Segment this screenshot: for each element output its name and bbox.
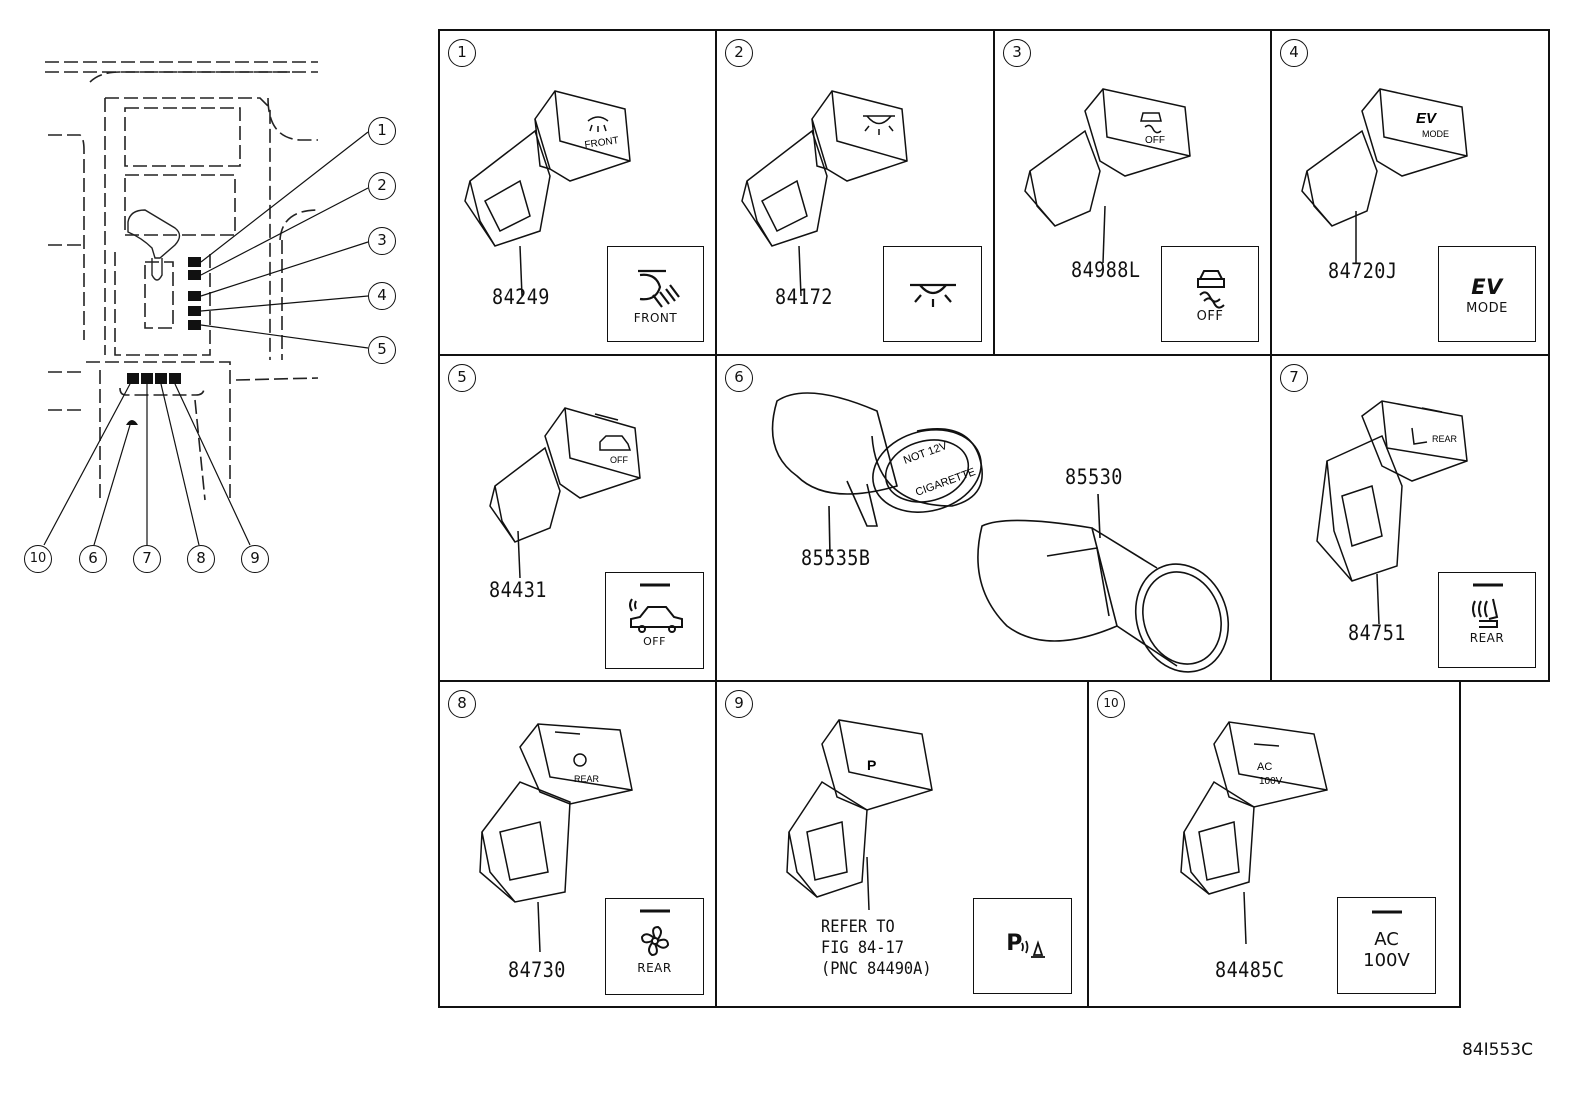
- icon-label: MODE: [1466, 301, 1508, 316]
- refer-line-3: (PNC 84490A): [821, 959, 932, 979]
- intrusion-sensor-off-icon-box: OFF: [605, 572, 704, 669]
- cell-3: OFF 3 84988L OFF: [993, 29, 1272, 356]
- ac-outlet-icon-box: AC 100V: [1337, 897, 1436, 994]
- part-number: 84720J: [1328, 259, 1398, 283]
- svg-text:OFF: OFF: [610, 455, 628, 465]
- locator-callout-3: 3: [368, 227, 396, 255]
- cell-number: 8: [448, 690, 476, 718]
- svg-text:100V: 100V: [1259, 776, 1283, 787]
- icon-label: FRONT: [633, 311, 678, 325]
- power-outlet-drawing: NOT 12V CIGARETTE: [771, 392, 1230, 673]
- part-number-85535B: 85535B: [801, 546, 871, 570]
- traction-control-off-icon-box: OFF: [1161, 246, 1259, 342]
- ac-outlet-indicator-icon: [1372, 910, 1402, 914]
- cell-5: OFF 5 84431 OFF: [438, 354, 717, 682]
- switch-84730-drawing: REAR: [479, 723, 633, 953]
- cell-2: 2 84172: [715, 29, 995, 356]
- switch-84720J-drawing: EV MODE: [1301, 88, 1468, 263]
- svg-text:EV: EV: [1416, 110, 1438, 127]
- locator-callout-7: 7: [133, 545, 161, 573]
- svg-text:MODE: MODE: [1422, 129, 1449, 139]
- switch-parking-sensor-drawing: P: [786, 719, 933, 911]
- cell-number: 10: [1097, 690, 1125, 718]
- part-number: 84751: [1348, 621, 1406, 645]
- cell-number: 5: [448, 364, 476, 392]
- cell-1: FRONT 1 84249 FRONT: [438, 29, 717, 356]
- cell-number: 2: [725, 39, 753, 67]
- icon-label: OFF: [1196, 309, 1224, 324]
- icon-label: OFF: [643, 635, 666, 648]
- front-fog-light-icon-box: FRONT: [607, 246, 704, 342]
- locator-callout-8: 8: [187, 545, 215, 573]
- ev-mode-icon-box: EV MODE: [1438, 246, 1536, 342]
- rear-fan-icon: [640, 909, 670, 957]
- parking-sensor-icon: [1021, 940, 1045, 958]
- cell-6: NOT 12V CIGARETTE 6 85535B 85530: [715, 354, 1272, 682]
- locator-callout-9: 9: [241, 545, 269, 573]
- cell-8: REAR 8 84730 REAR: [438, 680, 717, 1008]
- cell-10: AC 100V 10 84485C AC 100V: [1087, 680, 1461, 1008]
- part-number: 84730: [508, 958, 566, 982]
- switch-84172-drawing: [741, 90, 908, 297]
- svg-text:REAR: REAR: [1432, 434, 1458, 444]
- locator-callout-5: 5: [368, 336, 396, 364]
- cell-number: 4: [1280, 39, 1308, 67]
- seat-heater-icon: [1472, 583, 1503, 628]
- rear-fan-icon-box: REAR: [605, 898, 704, 995]
- svg-text:P: P: [867, 757, 876, 773]
- icon-label: P: [1006, 931, 1023, 956]
- svg-text:REAR: REAR: [574, 774, 600, 784]
- switch-84988L-drawing: OFF: [1024, 88, 1191, 264]
- part-number: 84988L: [1071, 258, 1141, 282]
- dome-light-icon: [910, 283, 956, 307]
- locator-callout-1: 1: [368, 117, 396, 145]
- cell-number: 6: [725, 364, 753, 392]
- cell-7: REAR 7 84751 REAR: [1270, 354, 1550, 682]
- svg-text:OFF: OFF: [1145, 135, 1165, 146]
- part-number: 84249: [492, 285, 550, 309]
- cell-number: 1: [448, 39, 476, 67]
- dome-light-icon-box: [883, 246, 982, 342]
- icon-label: REAR: [1469, 631, 1505, 645]
- front-fog-light-icon: [638, 269, 680, 308]
- cell-number: 9: [725, 690, 753, 718]
- locator-callout-2: 2: [368, 172, 396, 200]
- cell-4: EV MODE 4 84720J EV MODE: [1270, 29, 1550, 356]
- locator-callout-4: 4: [368, 282, 396, 310]
- svg-text:FRONT: FRONT: [584, 135, 620, 151]
- console-locator-drawing: 1 2 3 4 5 10 6 7 8 9: [0, 0, 430, 600]
- refer-line-1: REFER TO: [821, 917, 895, 937]
- switch-84431-drawing: OFF: [489, 407, 641, 579]
- icon-label-line1: AC: [1374, 929, 1399, 950]
- traction-control-off-icon: [1197, 270, 1225, 309]
- part-number-85530: 85530: [1065, 465, 1123, 489]
- cell-number: 3: [1003, 39, 1031, 67]
- icon-label: REAR: [637, 961, 672, 975]
- locator-callout-10: 10: [24, 545, 52, 573]
- part-number: 84485C: [1215, 958, 1285, 982]
- switch-84751-drawing: REAR: [1316, 400, 1468, 625]
- intrusion-sensor-off-icon: [629, 583, 683, 633]
- switch-84249-drawing: FRONT: [464, 90, 631, 297]
- cell-number: 7: [1280, 364, 1308, 392]
- parking-sensor-icon-box: P: [973, 898, 1072, 994]
- icon-label-top: EV: [1471, 275, 1503, 299]
- figure-code: 84I553C: [1462, 1040, 1533, 1060]
- part-number: 84172: [775, 285, 833, 309]
- icon-label-line2: 100V: [1363, 950, 1410, 971]
- refer-line-2: FIG 84-17: [821, 938, 904, 958]
- part-number: 84431: [489, 578, 547, 602]
- locator-callout-6: 6: [79, 545, 107, 573]
- svg-text:AC: AC: [1257, 761, 1272, 773]
- seat-heater-icon-box: REAR: [1438, 572, 1536, 668]
- console-outline: [43, 61, 369, 546]
- switch-84485C-drawing: AC 100V: [1180, 721, 1328, 945]
- svg-text:NOT 12V: NOT 12V: [902, 440, 950, 467]
